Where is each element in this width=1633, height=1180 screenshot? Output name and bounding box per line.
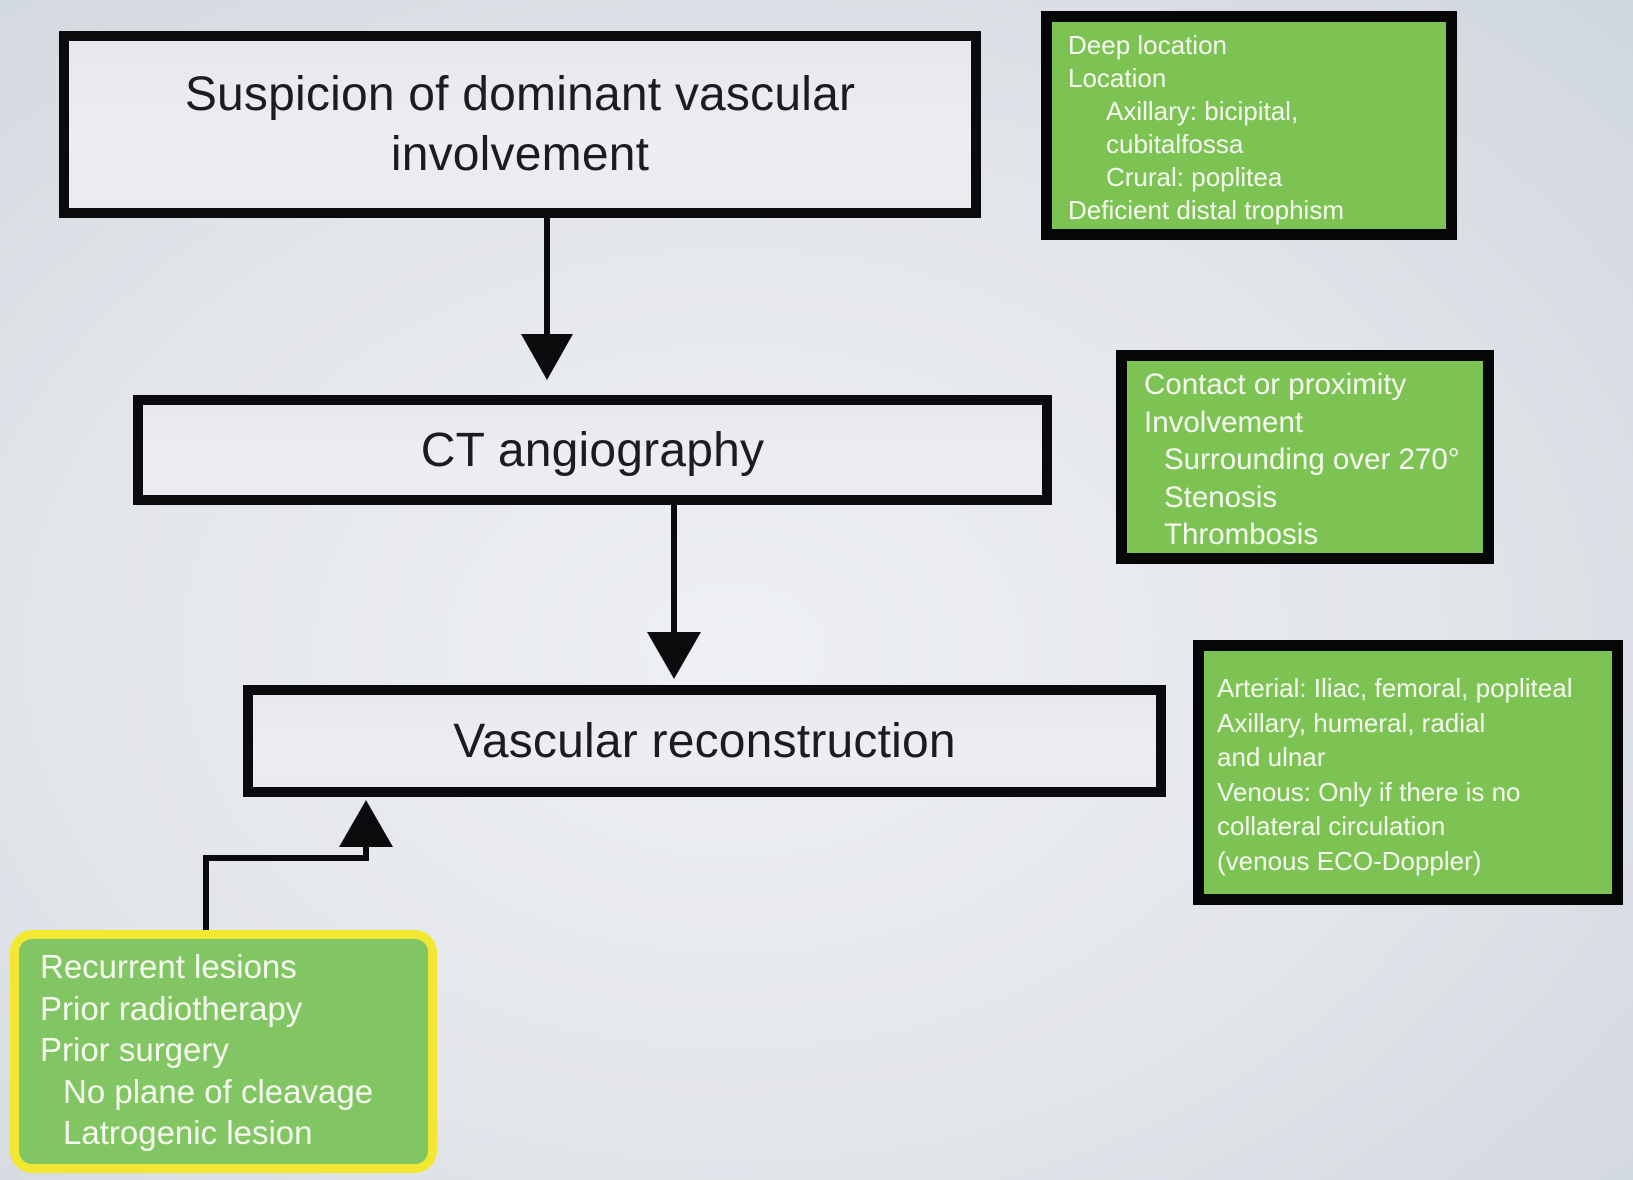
note-item: Axillary, humeral, radial [1217,707,1486,738]
note-item: collateral circulation [1217,811,1446,841]
note-item: Deep location [1068,30,1227,60]
note-item: Contact or proximity [1144,368,1407,401]
note-item: and ulnar [1217,742,1326,772]
note-item: Location [1068,63,1167,93]
arrowhead-down-icon [521,334,573,380]
note-risk-factors: Recurrent lesions Prior radiotherapy Pri… [10,930,437,1173]
flow-step-suspicion-line-1: Suspicion of dominant vascular [184,67,856,121]
flow-step-vascular-reconstruction-title: Vascular reconstruction [453,714,956,768]
note-item: Deficient distal trophism [1068,195,1344,225]
note-item: Arterial: Iliac, femoral, popliteal [1217,673,1573,703]
note-item: Involvement [1144,405,1304,439]
note-ct-criteria: Contact or proximity Involvement Surroun… [1116,350,1494,564]
flow-step-suspicion: Suspicion of dominant vascular involveme… [59,31,981,218]
note-item: Venous: Only if there is no [1217,776,1521,807]
arrowhead-down-icon [647,632,701,679]
flow-step-suspicion-line-2: involvement [390,127,650,181]
arrowhead-up-icon [339,800,393,847]
note-item: Recurrent lesions [40,948,297,985]
note-reconstruction-types: Arterial: Iliac, femoral, popliteal Axil… [1193,640,1623,905]
note-subitem: Axillary: bicipital, [1106,96,1299,126]
note-subitem: Crural: poplitea [1106,162,1283,192]
note-subitem: Latrogenic lesion [63,1114,313,1151]
note-item: Prior surgery [40,1031,229,1068]
flow-step-ct-angiography: CT angiography [133,395,1052,505]
note-item: (venous ECO-Doppler) [1217,845,1482,876]
note-suspicion-criteria: Deep location Location Axillary: bicipit… [1041,11,1457,240]
note-item: Prior radiotherapy [40,989,303,1027]
note-subitem: Thrombosis [1164,518,1319,551]
note-subitem: Surrounding over 270° [1164,443,1460,476]
flow-step-vascular-reconstruction: Vascular reconstruction [243,685,1166,797]
note-subitem: No plane of cleavage [63,1072,374,1110]
note-subitem: cubitalfossa [1106,129,1244,159]
note-subitem: Stenosis [1164,480,1278,514]
flow-step-ct-angiography-title: CT angiography [420,423,765,477]
arrow-line-risk-to-step3 [203,842,369,931]
